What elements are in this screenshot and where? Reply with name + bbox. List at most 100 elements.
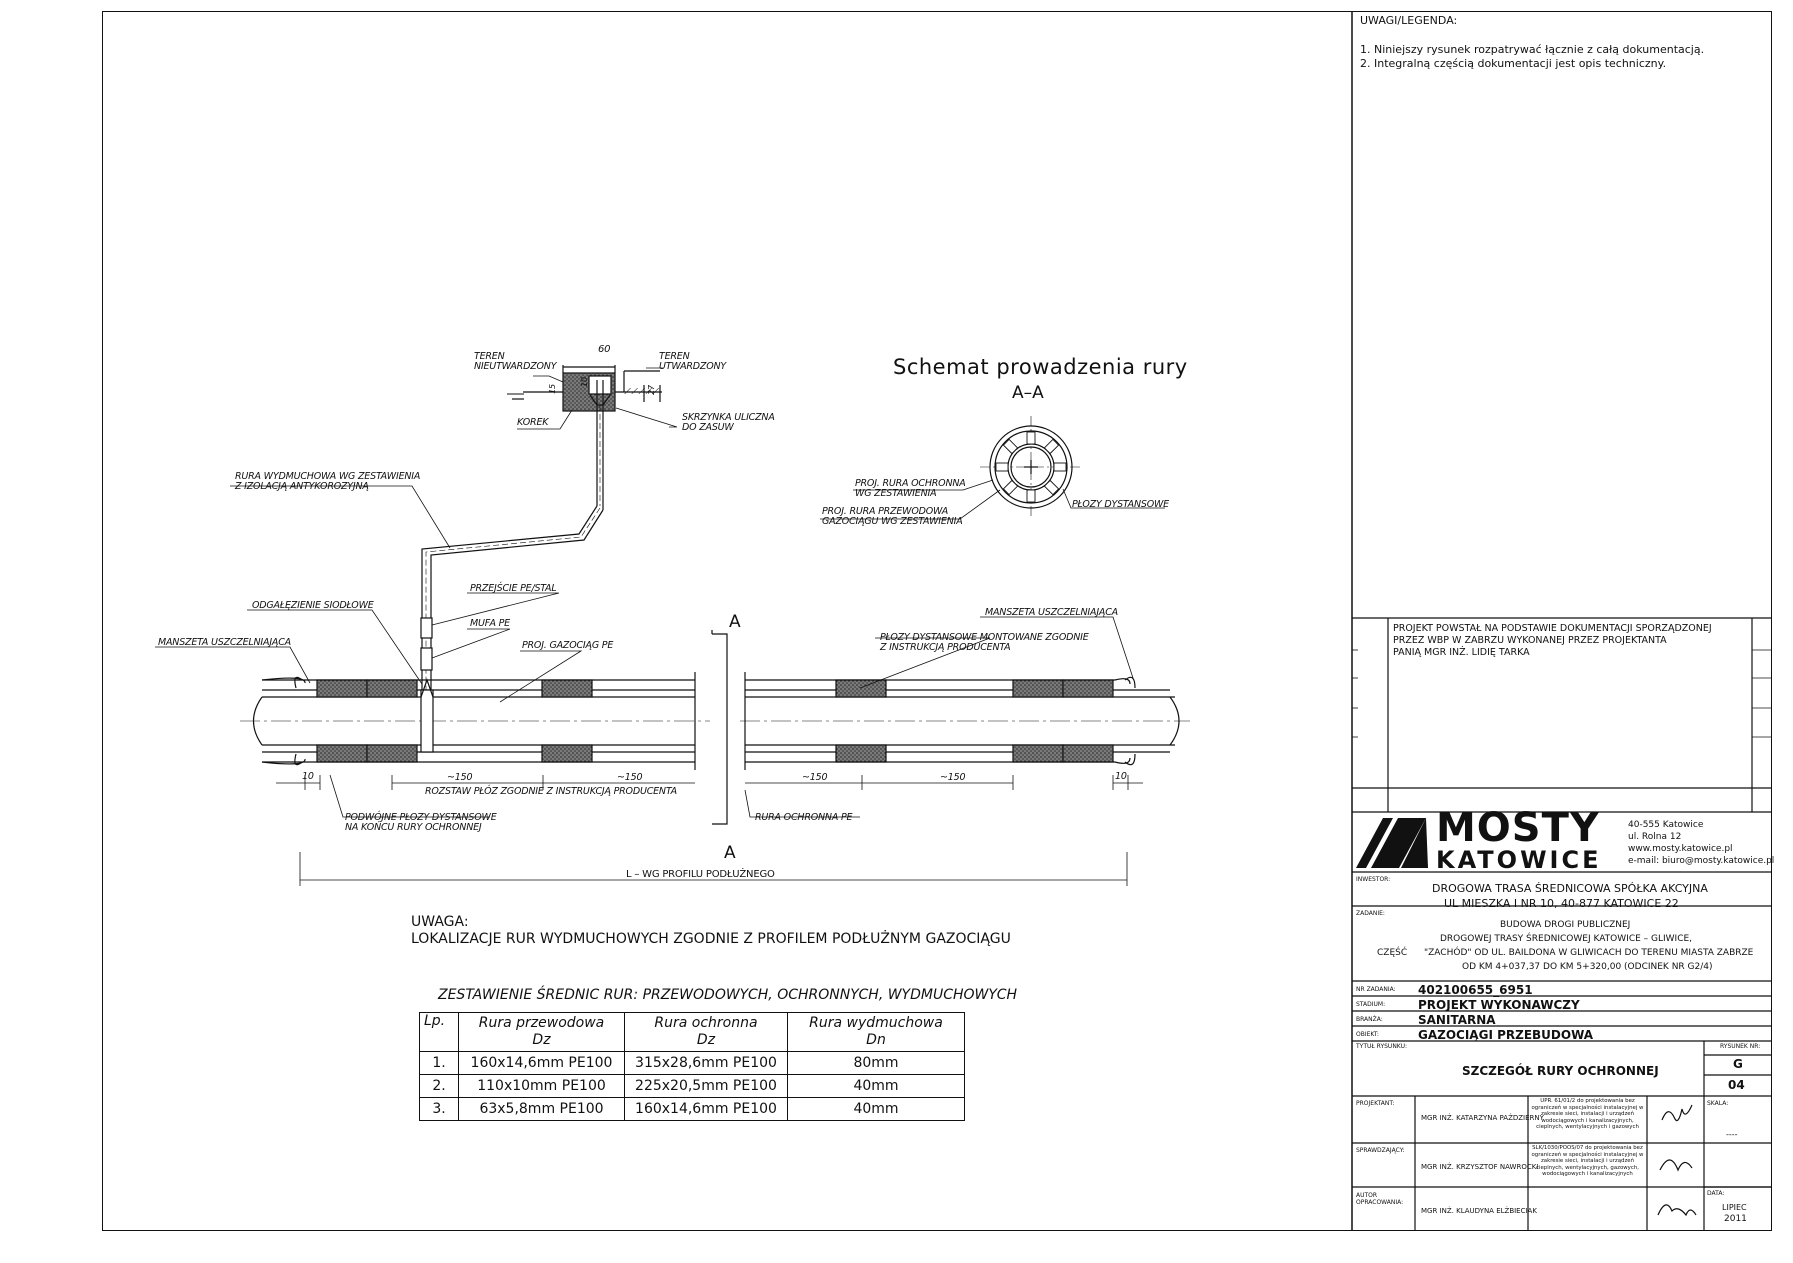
- dim-60: 60: [598, 344, 611, 355]
- date-year: 2011: [1724, 1214, 1747, 1224]
- scale-value: ----: [1726, 1130, 1738, 1139]
- section-mark-bottom: A: [724, 843, 736, 863]
- company-address-line: ul. Rolna 12: [1628, 832, 1682, 842]
- company-www: www.mosty.katowice.pl: [1628, 844, 1733, 854]
- label-proj-rura-przewodowa: PROJ. RURA PRZEWODOWA GAZOCIĄGU WG ZESTA…: [822, 507, 963, 527]
- task-line-3: "ZACHÓD" OD UL. BAILDONA W GLIWICACH DO …: [1424, 948, 1754, 958]
- label-proj-gazociag: PROJ. GAZOCIĄG PE: [522, 640, 614, 651]
- company-logo-name: MOSTY: [1436, 805, 1600, 851]
- drawing-no-label: RYSUNEK NR:: [1720, 1043, 1761, 1050]
- label-rozstaw: ROZSTAW PŁÓZ ZGODNIE Z INSTRUKCJĄ PRODUC…: [425, 786, 677, 797]
- cell: 63x5,8mm PE100: [458, 1097, 625, 1121]
- branch-value: SANITARNA: [1418, 1013, 1496, 1027]
- header-lp: Lp.: [419, 1012, 459, 1052]
- dim-150-d: ~150: [940, 772, 966, 783]
- cell: 80mm: [787, 1051, 965, 1075]
- branch-label: BRANŻA:: [1356, 1016, 1383, 1023]
- order-label: NR ZADANIA:: [1356, 986, 1396, 993]
- label-line: GAZOCIĄGU WG ZESTAWIENIA: [822, 516, 963, 527]
- checker-licence: SLK/1030/POOS/07 do projektowania bez og…: [1531, 1145, 1644, 1177]
- header-sub: Dn: [866, 1032, 886, 1048]
- label-manszeta-left: MANSZETA USZCZELNIAJĄCA: [158, 637, 291, 648]
- schemat-title: Schemat prowadzenia rury: [893, 355, 1188, 379]
- label-line: TEREN: [659, 351, 690, 362]
- dim-150-a: ~150: [447, 772, 473, 783]
- scale-label: SKALA:: [1707, 1100, 1729, 1107]
- label-rura-ochronna-pe: RURA OCHRONNA PE: [755, 812, 853, 823]
- dim-15: 15: [547, 384, 557, 394]
- cell: 110x10mm PE100: [458, 1074, 625, 1098]
- dim-150-c: ~150: [802, 772, 828, 783]
- label-przejscie: PRZEJŚCIE PE/STAL: [470, 583, 557, 594]
- dim-27: 27: [646, 385, 656, 395]
- label-mufa: MUFA PE: [470, 618, 510, 629]
- label-line: TEREN: [474, 351, 505, 362]
- note-2: 2. Integralną częścią dokumentacji jest …: [1360, 57, 1667, 70]
- header-sub: Dz: [696, 1032, 716, 1048]
- stage-label: STADIUM:: [1356, 1001, 1386, 1008]
- designer-name: MGR INŻ. KATARZYNA PAŹDZIERNY: [1421, 1114, 1544, 1122]
- object-value: GAZOCIĄGI PRZEBUDOWA: [1418, 1028, 1594, 1042]
- task-line-1: BUDOWA DROGI PUBLICZNEJ: [1500, 920, 1631, 930]
- author-label-1: AUTOR: [1356, 1192, 1378, 1199]
- task-part: CZĘŚĆ: [1377, 948, 1408, 958]
- label-line: PODWÓJNE PŁOZY DYSTANSOWE: [345, 812, 497, 823]
- source-note-line: PRZEZ WBP W ZABRZU WYKONANEJ PRZEZ PROJE…: [1393, 635, 1667, 646]
- header-text: Lp.: [424, 1013, 446, 1029]
- cell: 2.: [419, 1074, 459, 1098]
- order-value: 402100655_6951: [1418, 983, 1533, 997]
- cell: 160x14,6mm PE100: [458, 1051, 625, 1075]
- note-1: 1. Niniejszy rysunek rozpatrywać łącznie…: [1360, 43, 1705, 56]
- dim-10-right: 10: [1115, 771, 1127, 782]
- label-l-profil: L – WG PROFILU PODŁUŻNEGO: [626, 869, 775, 880]
- label-line: PŁOZY DYSTANSOWE MONTOWANE ZGODNIE: [880, 632, 1089, 643]
- label-line: PROJ. RURA PRZEWODOWA: [822, 506, 949, 517]
- header-text: Rura przewodowa: [478, 1015, 605, 1031]
- drawing-title: SZCZEGÓŁ RURY OCHRONNEJ: [1462, 1064, 1659, 1078]
- label-odgalezienie: ODGAŁĘZIENIE SIODŁOWE: [252, 600, 374, 611]
- label-proj-rura-ochronna: PROJ. RURA OCHRONNA WG ZESTAWIENIA: [855, 479, 966, 499]
- label-line: PROJ. RURA OCHRONNA: [855, 478, 966, 489]
- label-line: NIEUTWARDZONY: [474, 361, 557, 372]
- cell: 315x28,6mm PE100: [624, 1051, 788, 1075]
- author-name: MGR INŻ. KLAUDYNA ELŻBIECIAK: [1421, 1207, 1537, 1215]
- drawing-sheet-frame: [102, 11, 1772, 1231]
- designer-licence: UPR. 61/01/2 do projektowania bez ograni…: [1531, 1098, 1644, 1130]
- label-line: NA KOŃCU RURY OCHRONNEJ: [345, 822, 482, 833]
- uwaga-title: UWAGA:: [411, 914, 469, 930]
- investor-label: INWESTOR:: [1356, 876, 1391, 883]
- label-line: SKRZYNKA ULICZNA: [682, 412, 775, 423]
- investor-line-2: UL MIESZKA I NR 10, 40-877 KATOWICE 22: [1444, 897, 1679, 910]
- company-contact: 40-555 Katowice ul. Rolna 12 www.mosty.k…: [1628, 819, 1774, 867]
- date-month: LIPIEC: [1722, 1203, 1747, 1212]
- dim-150-b: ~150: [617, 772, 643, 783]
- table-row: 2. 110x10mm PE100 225x20,5mm PE100 40mm: [419, 1074, 965, 1098]
- task-label: ZADANIE:: [1356, 910, 1385, 917]
- label-line: RURA WYDMUCHOWA WG ZESTAWIENIA: [235, 471, 421, 482]
- cell: 40mm: [787, 1074, 965, 1098]
- task-line-2: DROGOWEJ TRASY ŚREDNICOWEJ KATOWICE – GL…: [1440, 934, 1693, 944]
- company-logo-city: KATOWICE: [1436, 846, 1602, 874]
- label-line: WG ZESTAWIENIA: [855, 488, 937, 499]
- label-line: DO ZASUW: [682, 422, 734, 433]
- cell: 40mm: [787, 1097, 965, 1121]
- schemat-section: A–A: [1012, 383, 1044, 403]
- drawing-no-letter: G: [1733, 1057, 1743, 1071]
- label-ploz-montowane: PŁOZY DYSTANSOWE MONTOWANE ZGODNIE Z INS…: [880, 633, 1089, 653]
- uwaga-text: LOKALIZACJE RUR WYDMUCHOWYCH ZGODNIE Z P…: [411, 931, 1011, 947]
- checker-name: MGR INŻ. KRZYSZTOF NAWROCKI: [1421, 1163, 1539, 1171]
- cell: 225x20,5mm PE100: [624, 1074, 788, 1098]
- source-note: PROJEKT POWSTAŁ NA PODSTAWIE DOKUMENTACJ…: [1393, 623, 1712, 659]
- label-plozy-dystansowe: PŁOZY DYSTANSOWE: [1072, 499, 1169, 510]
- object-label: OBIEKT:: [1356, 1031, 1379, 1038]
- label-korek: KOREK: [517, 417, 549, 428]
- label-teren-utwardzony: TEREN UTWARDZONY: [659, 352, 726, 372]
- checker-label: SPRAWDZAJĄCY:: [1356, 1147, 1405, 1154]
- label-skrzynka: SKRZYNKA ULICZNA DO ZASUW: [682, 413, 775, 433]
- notes-header: UWAGI/LEGENDA:: [1360, 14, 1458, 27]
- section-mark-top: A: [729, 612, 741, 632]
- date-label: DATA:: [1707, 1190, 1725, 1197]
